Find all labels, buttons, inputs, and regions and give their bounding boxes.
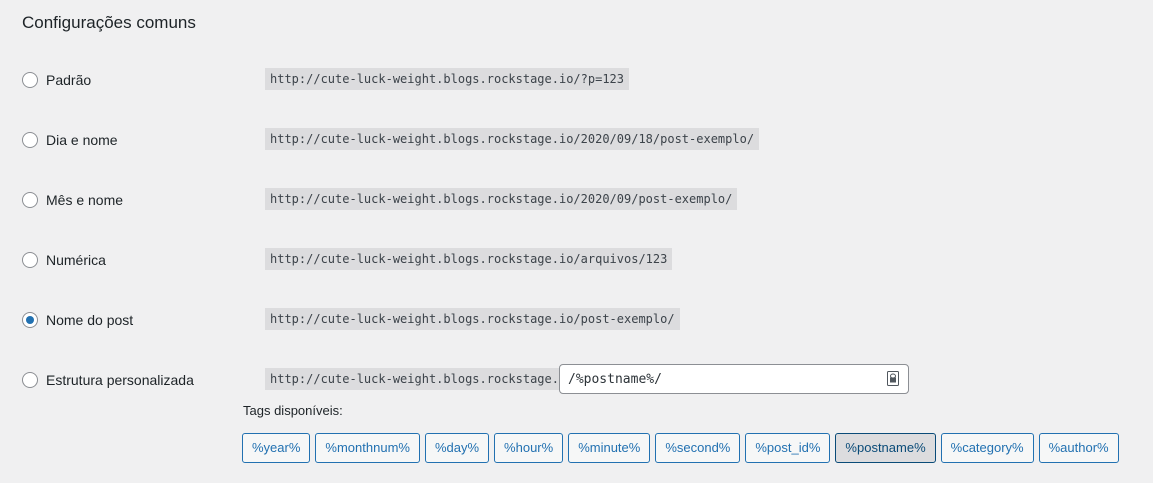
tag-author-button[interactable]: %author% — [1038, 433, 1119, 463]
option-label: Estrutura personalizada — [46, 372, 194, 388]
tags-list: %year% %monthnum% %day% %hour% %minute% … — [242, 433, 1124, 463]
option-label: Mês e nome — [46, 192, 124, 208]
url-example: http://cute-luck-weight.blogs.rockstage.… — [265, 68, 630, 90]
tag-post-id-button[interactable]: %post_id% — [745, 433, 831, 463]
tag-day-button[interactable]: %day% — [424, 433, 490, 463]
radio-estrutura-personalizada[interactable] — [22, 372, 38, 388]
option-label: Dia e nome — [46, 132, 118, 148]
tag-minute-button[interactable]: %minute% — [568, 433, 651, 463]
tags-label: Tags disponíveis: — [243, 403, 343, 418]
url-example: http://cute-luck-weight.blogs.rockstage.… — [265, 128, 760, 150]
password-manager-icon[interactable] — [887, 371, 899, 386]
tag-monthnum-button[interactable]: %monthnum% — [315, 433, 420, 463]
radio-numerica[interactable] — [22, 252, 38, 268]
url-example: http://cute-luck-weight.blogs.rockstage.… — [265, 308, 680, 330]
option-label: Nome do post — [46, 312, 134, 328]
section-title: Configurações comuns — [22, 13, 196, 32]
tag-postname-button[interactable]: %postname% — [835, 433, 936, 463]
url-example: http://cute-luck-weight.blogs.rockstage.… — [265, 248, 673, 270]
url-example: http://cute-luck-weight.blogs.rockstage.… — [265, 188, 738, 210]
tag-year-button[interactable]: %year% — [242, 433, 311, 463]
radio-nome-do-post[interactable] — [22, 312, 38, 328]
radio-padrao[interactable] — [22, 72, 38, 88]
option-label: Numérica — [46, 252, 106, 268]
tag-second-button[interactable]: %second% — [655, 433, 741, 463]
radio-dia-e-nome[interactable] — [22, 132, 38, 148]
url-prefix: http://cute-luck-weight.blogs.rockstage.… — [265, 368, 579, 390]
option-label: Padrão — [46, 72, 92, 88]
tag-category-button[interactable]: %category% — [940, 433, 1034, 463]
custom-structure-input[interactable] — [559, 364, 909, 394]
radio-mes-e-nome[interactable] — [22, 192, 38, 208]
tag-hour-button[interactable]: %hour% — [494, 433, 564, 463]
